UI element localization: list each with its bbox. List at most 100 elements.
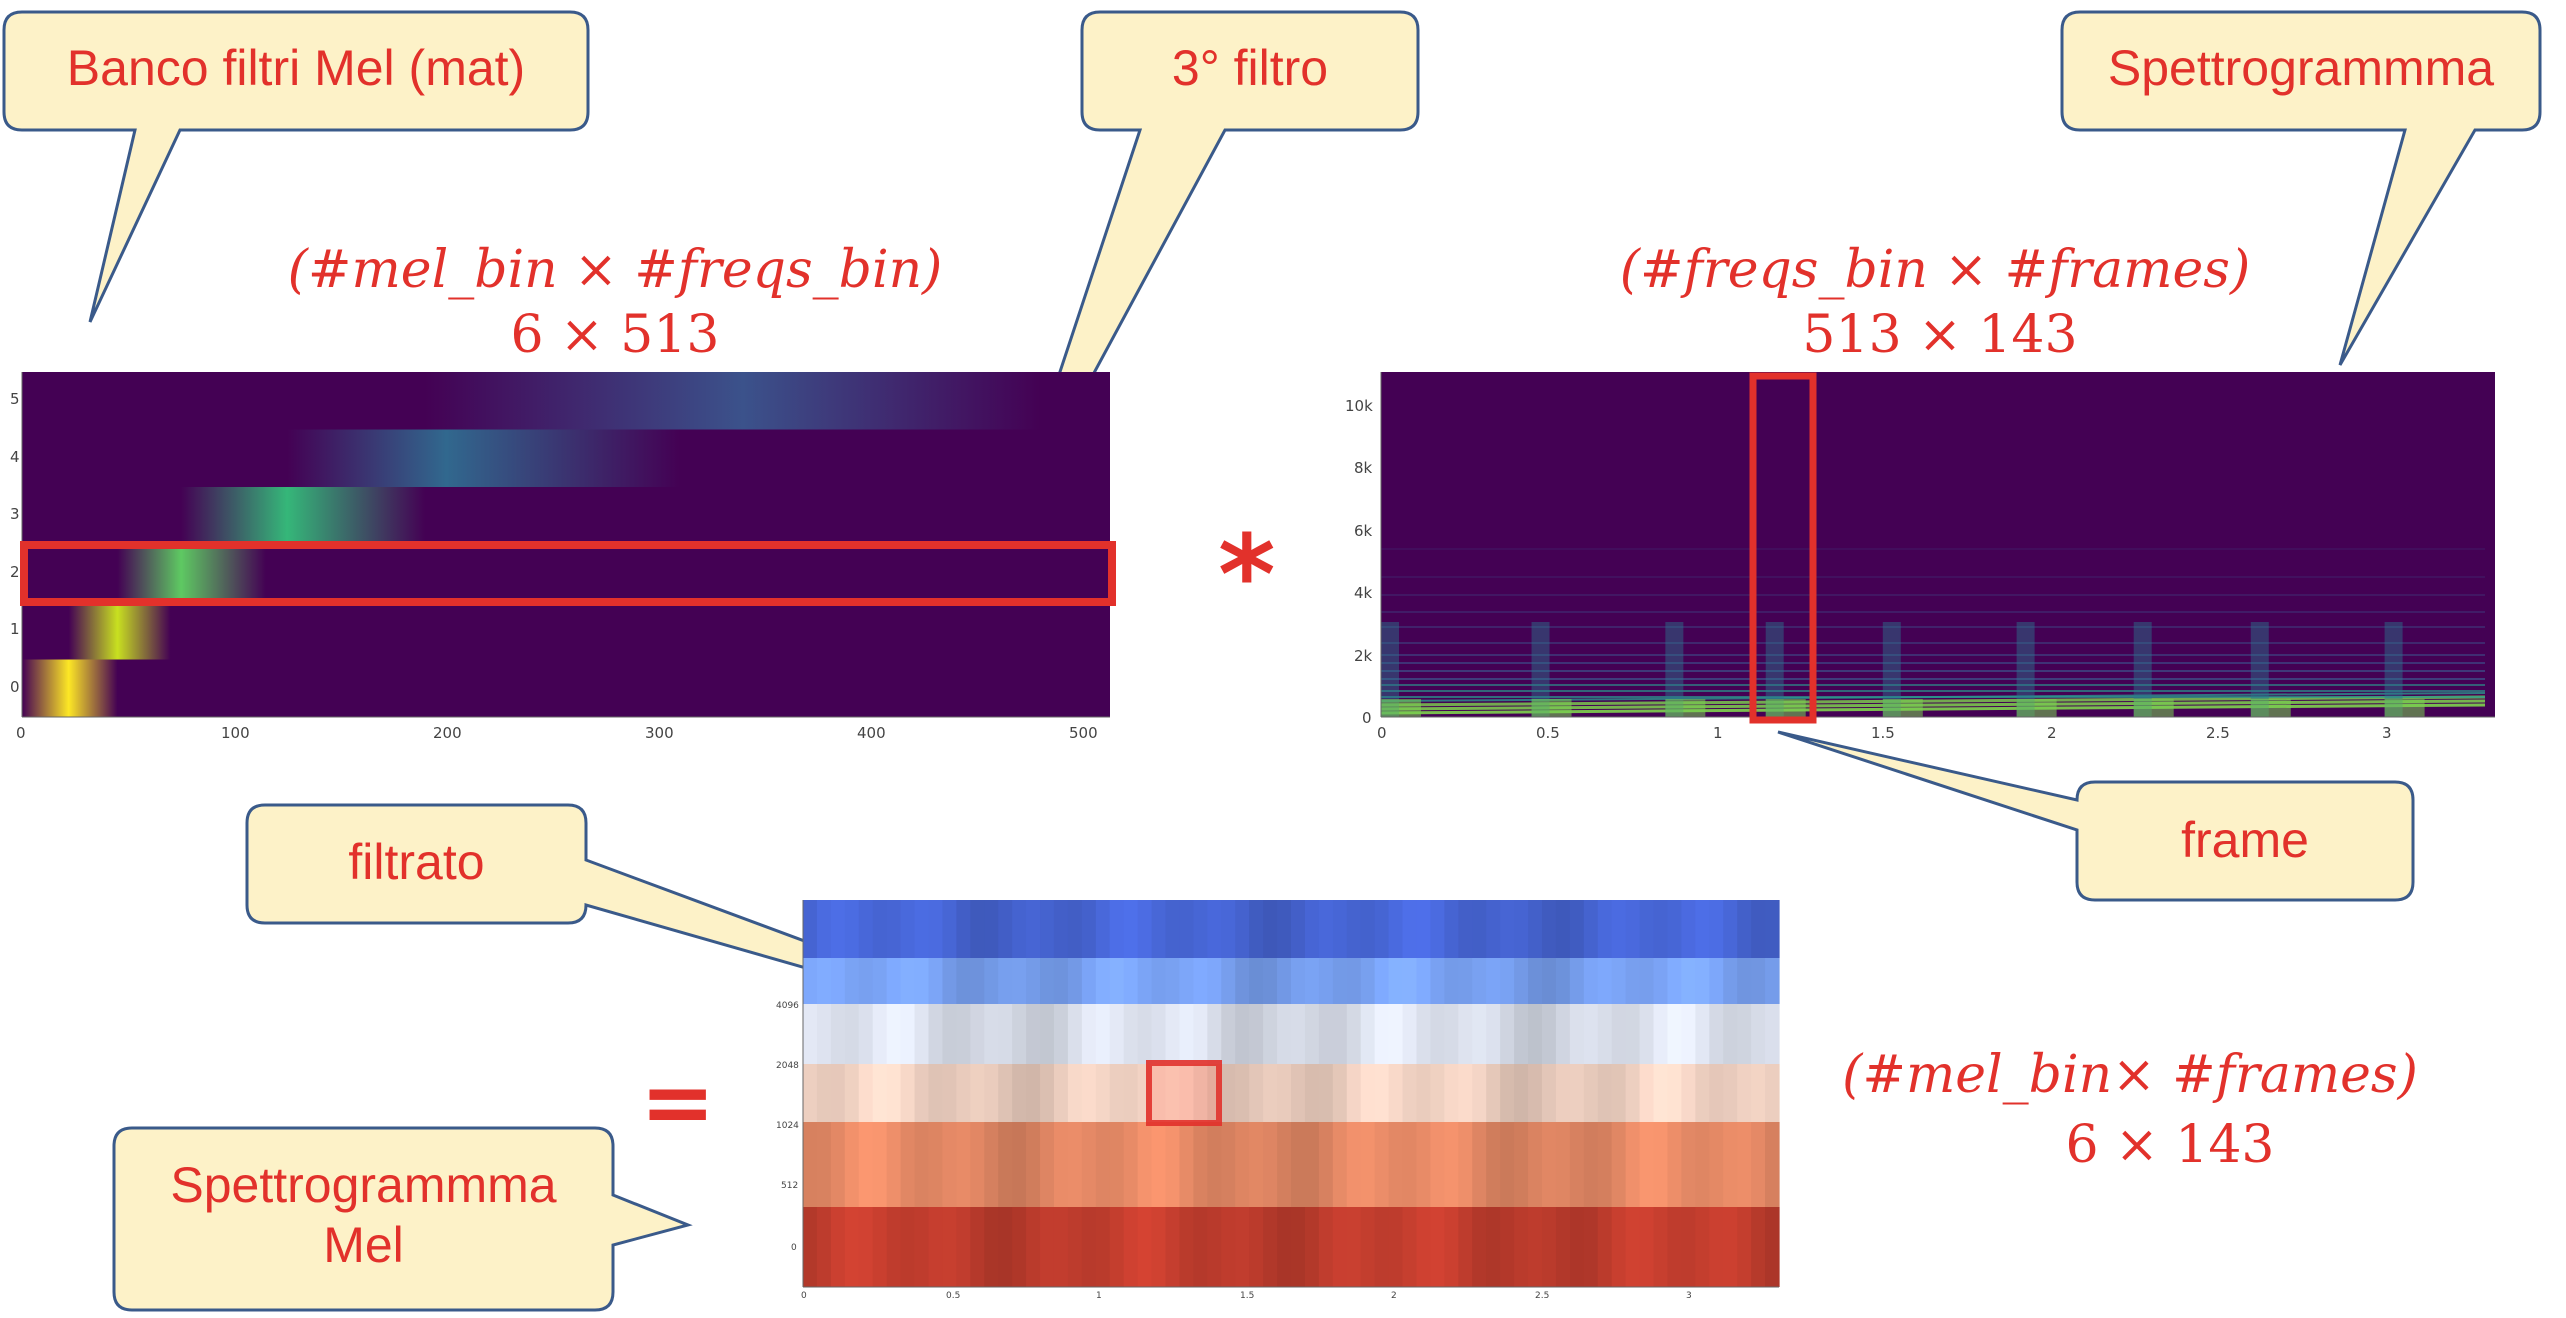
mel-spec-cell xyxy=(1304,1004,1320,1064)
mel-spec-cell xyxy=(1430,958,1445,1004)
mel-spec-cell xyxy=(1318,1004,1334,1064)
spectrogram-onset-low xyxy=(1882,699,1923,717)
mel-spec-cell xyxy=(900,900,916,958)
mel-spec-cell xyxy=(914,958,930,1004)
mel-spec-cell xyxy=(1514,900,1529,958)
mel-bank-x-tick: 0 xyxy=(16,724,26,742)
mel-spec-cell xyxy=(1681,1122,1696,1207)
mel-spec-cell xyxy=(1569,900,1585,958)
mel-spec-cell xyxy=(1123,1122,1139,1207)
mel-spec-cell xyxy=(1737,1122,1752,1207)
mel-spec-cell xyxy=(1709,900,1724,958)
mel-spec-cell xyxy=(1569,958,1585,1004)
mel-spec-cell xyxy=(858,1207,874,1287)
mel-spec-y-tick: 512 xyxy=(781,1181,799,1191)
mel-spec-cell xyxy=(1500,1122,1515,1207)
mel-spec-cell xyxy=(1695,1207,1710,1287)
mel-spec-cell xyxy=(1137,1004,1153,1064)
mel-spec-cell xyxy=(1277,1064,1292,1122)
mel-spec-cell xyxy=(1291,1207,1306,1287)
mel-spec-y-tick: 0 xyxy=(791,1243,797,1253)
mel-spec-cell xyxy=(1723,900,1738,958)
mel-spec-cell xyxy=(1026,1122,1041,1207)
callout-mel-bank-text: Banco filtri Mel (mat) xyxy=(66,40,526,96)
mel-spec-cell xyxy=(1402,1064,1418,1122)
mel-spec-cell xyxy=(1095,958,1111,1004)
mel-spec-cell xyxy=(998,958,1013,1004)
mel-spec-cell xyxy=(928,958,944,1004)
mel-spec-cell xyxy=(1193,1122,1208,1207)
mel-spec-cell xyxy=(1555,900,1571,958)
mel-spec-cell xyxy=(830,1004,846,1064)
mel-spec-cell xyxy=(1583,958,1599,1004)
mel-spec-cell xyxy=(1402,1122,1418,1207)
mel-spec-cell xyxy=(1123,958,1139,1004)
mel-spec-cell xyxy=(1514,958,1529,1004)
mel-spec-cell xyxy=(1040,1207,1055,1287)
mel-spec-cell xyxy=(1709,1064,1724,1122)
mel-spec-cell xyxy=(1430,900,1445,958)
mel-spec-cell xyxy=(858,958,874,1004)
mel-spec-cell xyxy=(1053,900,1069,958)
mel-spec-cell xyxy=(998,1122,1013,1207)
mel-spec-cell xyxy=(1416,1207,1432,1287)
callout-spectrogram xyxy=(2060,10,2542,366)
mel-spec-cell xyxy=(1249,958,1264,1004)
mel-spec-cell xyxy=(1318,900,1334,958)
mel-spec-cell xyxy=(1751,1064,1766,1122)
mel-spec-cell xyxy=(1360,1004,1376,1064)
mel-spec-cell xyxy=(1681,1004,1696,1064)
mel-spec-cell xyxy=(998,1207,1013,1287)
mel-spec-cell xyxy=(1541,1207,1557,1287)
callout-mel-spectrogram-line2: Mel xyxy=(323,1217,404,1273)
mel-spec-cell xyxy=(1151,900,1167,958)
mel-spec-cell xyxy=(1179,1122,1194,1207)
mel-spec-cell xyxy=(1332,1207,1348,1287)
mel-spec-cell xyxy=(1360,958,1376,1004)
mel-spec-cell xyxy=(1611,1207,1627,1287)
mel-spec-cell xyxy=(1374,900,1390,958)
spectrogram-harmonics xyxy=(1380,548,2486,717)
mel-spec-cell xyxy=(1569,1207,1585,1287)
mel-filter-bank-heatmap xyxy=(20,372,1116,718)
mel-spec-x-tick: 0.5 xyxy=(946,1291,961,1301)
mel-spec-cell xyxy=(1207,958,1222,1004)
spectrogram-onset-low xyxy=(1665,699,1706,717)
mel-spec-cell xyxy=(1040,1004,1055,1064)
mel-spec-cell xyxy=(1263,1004,1278,1064)
spectrogram-y-tick: 10k xyxy=(1345,397,1373,415)
mel-spec-cell xyxy=(1765,1122,1780,1207)
mel-bank-size-formula: 6 × 513 xyxy=(510,305,720,365)
mel-spec-cell xyxy=(1067,1064,1083,1122)
mel-spec-cell xyxy=(1137,900,1153,958)
mel-spec-x-tick: 2.5 xyxy=(1535,1291,1550,1301)
mel-spec-cell xyxy=(1151,1207,1167,1287)
mel-spec-cell xyxy=(803,1064,818,1122)
mel-spec-cell xyxy=(1625,958,1641,1004)
mel-spec-cell xyxy=(928,1122,944,1207)
equals-operator: = xyxy=(640,1050,716,1155)
mel-spec-cell xyxy=(1444,958,1459,1004)
mel-spec-cell xyxy=(1583,1122,1599,1207)
multiply-operator: * xyxy=(1218,511,1276,639)
mel-spec-cell xyxy=(1555,1207,1571,1287)
mel-spec-cell xyxy=(1095,1064,1111,1122)
mel-spec-cell xyxy=(872,900,888,958)
mel-spec-cell xyxy=(1430,1207,1445,1287)
mel-spec-cell xyxy=(1388,1064,1404,1122)
spectrogram-onset xyxy=(2384,622,2403,717)
mel-spec-cell xyxy=(1751,958,1766,1004)
mel-bank-y-tick: 5 xyxy=(10,390,20,408)
mel-spec-cell xyxy=(1151,1004,1167,1064)
mel-spec-cell xyxy=(1751,1207,1766,1287)
mel-spec-cell xyxy=(1012,1064,1027,1122)
mel-bank-x-tick: 500 xyxy=(1069,724,1098,742)
mel-spec-cell xyxy=(1416,900,1432,958)
mel-spec-cell xyxy=(1095,1122,1111,1207)
mel-spec-cell xyxy=(1486,1004,1501,1064)
mel-spec-cell xyxy=(1528,1064,1543,1122)
mel-spec-cell xyxy=(1026,1064,1041,1122)
mel-spec-cell xyxy=(1081,958,1097,1004)
mel-spec-cell xyxy=(1639,1207,1655,1287)
mel-spec-cell xyxy=(1695,1004,1710,1064)
